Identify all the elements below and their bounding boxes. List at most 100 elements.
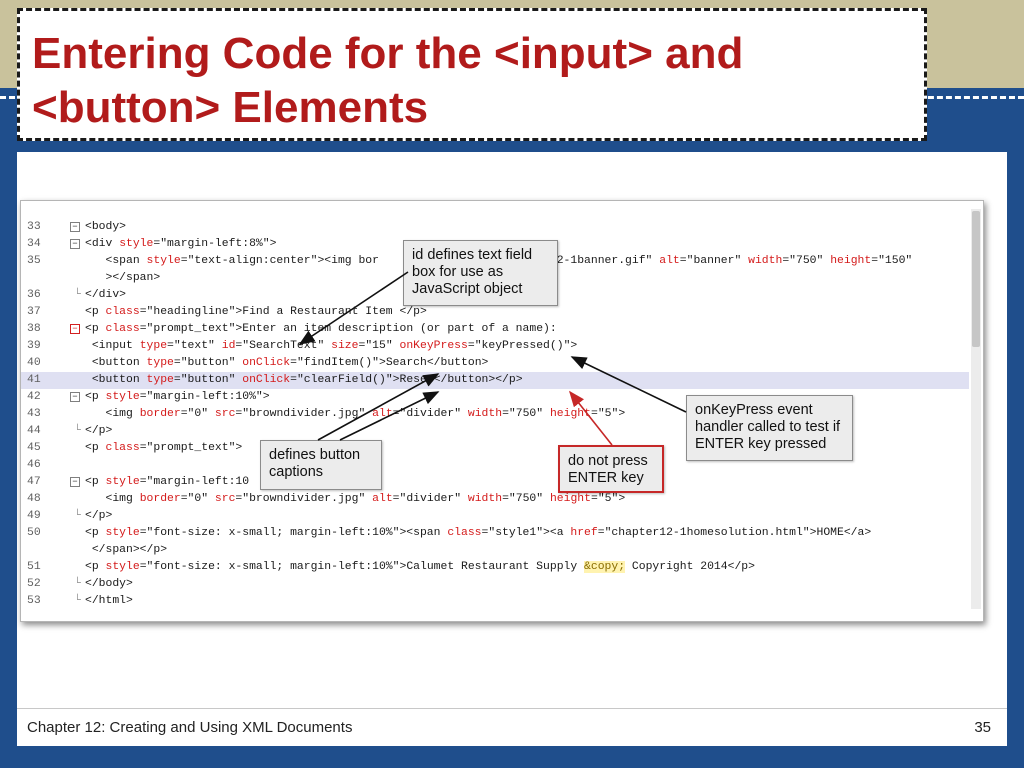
code-line: 36└</div> bbox=[21, 287, 969, 304]
code-token: = bbox=[481, 527, 489, 539]
callout-captions-text: defines button captions bbox=[269, 447, 361, 480]
line-number: 44 bbox=[27, 425, 41, 437]
code-token: "0" bbox=[187, 493, 209, 505]
code-token: width bbox=[467, 493, 503, 505]
fold-toggle-icon[interactable]: − bbox=[70, 222, 80, 232]
code-token: </p> bbox=[85, 510, 113, 522]
code-token: = bbox=[290, 374, 297, 386]
callout-button-captions: defines button captions bbox=[260, 440, 382, 490]
code-text: </p> bbox=[85, 423, 112, 440]
code-token: href bbox=[570, 527, 598, 539]
code-token bbox=[215, 340, 222, 352]
code-token: = bbox=[235, 340, 243, 352]
code-token: "divider" bbox=[399, 493, 462, 505]
code-token: </p> bbox=[85, 425, 113, 437]
code-token: = bbox=[235, 493, 243, 505]
code-line: 38−<p class="prompt_text">Enter an item … bbox=[21, 321, 969, 338]
code-token: <p bbox=[85, 306, 106, 318]
code-token: <body> bbox=[85, 221, 127, 233]
code-token: border bbox=[139, 408, 181, 420]
fold-toggle-icon[interactable]: − bbox=[70, 239, 80, 249]
line-number: 51 bbox=[27, 561, 41, 573]
code-token: class bbox=[447, 527, 482, 539]
code-token: Reset bbox=[399, 374, 434, 386]
code-token: class bbox=[105, 323, 140, 335]
code-line: 33 −<body> bbox=[21, 219, 969, 236]
code-token: > bbox=[269, 238, 277, 250]
code-token: onClick bbox=[242, 374, 291, 386]
code-token: </body> bbox=[85, 578, 133, 590]
code-token: type bbox=[146, 357, 174, 369]
code-token: "chapter12-1homesolution.html" bbox=[604, 527, 810, 539]
code-token: = bbox=[173, 357, 181, 369]
code-token: style bbox=[119, 238, 154, 250]
code-token: "margin-left:10%" bbox=[146, 391, 263, 403]
line-number: 41 bbox=[27, 374, 41, 386]
code-text: <p style="margin-left:10 bbox=[85, 474, 249, 491]
code-line: ></span> bbox=[21, 270, 969, 287]
code-token: = bbox=[590, 493, 598, 505]
line-number: 33 bbox=[27, 221, 41, 233]
code-token: = bbox=[139, 391, 147, 403]
code-token: "0" bbox=[187, 408, 209, 420]
code-token bbox=[208, 493, 215, 505]
scrollbar-thumb bbox=[972, 211, 980, 347]
code-text: ></span> bbox=[85, 270, 161, 287]
code-token: id bbox=[221, 340, 236, 352]
fold-end-marker: └ bbox=[74, 510, 81, 522]
code-line: </span></p> bbox=[21, 542, 969, 559]
fold-toggle-icon[interactable]: − bbox=[70, 477, 80, 487]
code-token: </div> bbox=[85, 289, 127, 301]
code-token: height bbox=[830, 255, 872, 267]
fold-toggle-icon[interactable]: − bbox=[70, 324, 80, 334]
code-line: 41 <button type="button" onClick="clearF… bbox=[21, 372, 969, 389]
code-token: style bbox=[105, 527, 140, 539]
code-token: </button></p> bbox=[433, 374, 523, 386]
code-text: <button type="button" onClick="clearFiel… bbox=[85, 372, 523, 389]
code-token: "text-align:center" bbox=[187, 255, 318, 267]
code-token: = bbox=[597, 527, 605, 539]
code-token: = bbox=[590, 408, 598, 420]
code-token: border bbox=[139, 493, 181, 505]
code-token: = bbox=[167, 340, 174, 352]
code-token: "divider" bbox=[399, 408, 462, 420]
code-token: > bbox=[235, 323, 243, 335]
code-token: "5" bbox=[597, 408, 619, 420]
code-token: = bbox=[139, 306, 147, 318]
code-token: src bbox=[214, 408, 236, 420]
fold-toggle-icon[interactable]: − bbox=[70, 392, 80, 402]
code-token: Find a Restaurant Item bbox=[242, 306, 400, 318]
code-token: Calumet Restaurant Supply bbox=[406, 561, 585, 573]
code-token: <p bbox=[85, 391, 106, 403]
line-number: 35 bbox=[27, 255, 41, 267]
code-token: "button" bbox=[180, 374, 236, 386]
code-token: = bbox=[180, 408, 188, 420]
code-token: = bbox=[392, 408, 400, 420]
code-token: <button bbox=[85, 374, 147, 386]
code-token: = bbox=[235, 408, 243, 420]
code-token: ><span bbox=[399, 527, 448, 539]
code-token: = bbox=[871, 255, 879, 267]
line-number: 43 bbox=[27, 408, 41, 420]
code-token: <div bbox=[85, 238, 120, 250]
code-token: <p bbox=[85, 476, 106, 488]
code-token: </button> bbox=[426, 357, 489, 369]
code-text: <div style="margin-left:8%"> bbox=[85, 236, 276, 253]
code-token: width bbox=[748, 255, 783, 267]
code-line: 52└</body> bbox=[21, 576, 969, 593]
code-token: > bbox=[399, 561, 407, 573]
code-token: = bbox=[139, 527, 147, 539]
fold-end-marker: └ bbox=[74, 595, 81, 607]
code-token: src bbox=[214, 493, 236, 505]
code-text: </div> bbox=[85, 287, 126, 304]
code-line: 37<p class="headingline">Find a Restaura… bbox=[21, 304, 969, 321]
code-token: "5" bbox=[597, 493, 619, 505]
code-token: > bbox=[618, 408, 626, 420]
line-number: 39 bbox=[27, 340, 41, 352]
code-token: </html> bbox=[85, 595, 133, 607]
code-line: 45<p class="prompt_text"> bbox=[21, 440, 969, 457]
code-token: class bbox=[105, 442, 140, 454]
code-text: <img border="0" src="browndivider.jpg" a… bbox=[85, 406, 626, 423]
fold-end-marker: └ bbox=[74, 289, 81, 301]
code-line: 34−<div style="margin-left:8%"> bbox=[21, 236, 969, 253]
